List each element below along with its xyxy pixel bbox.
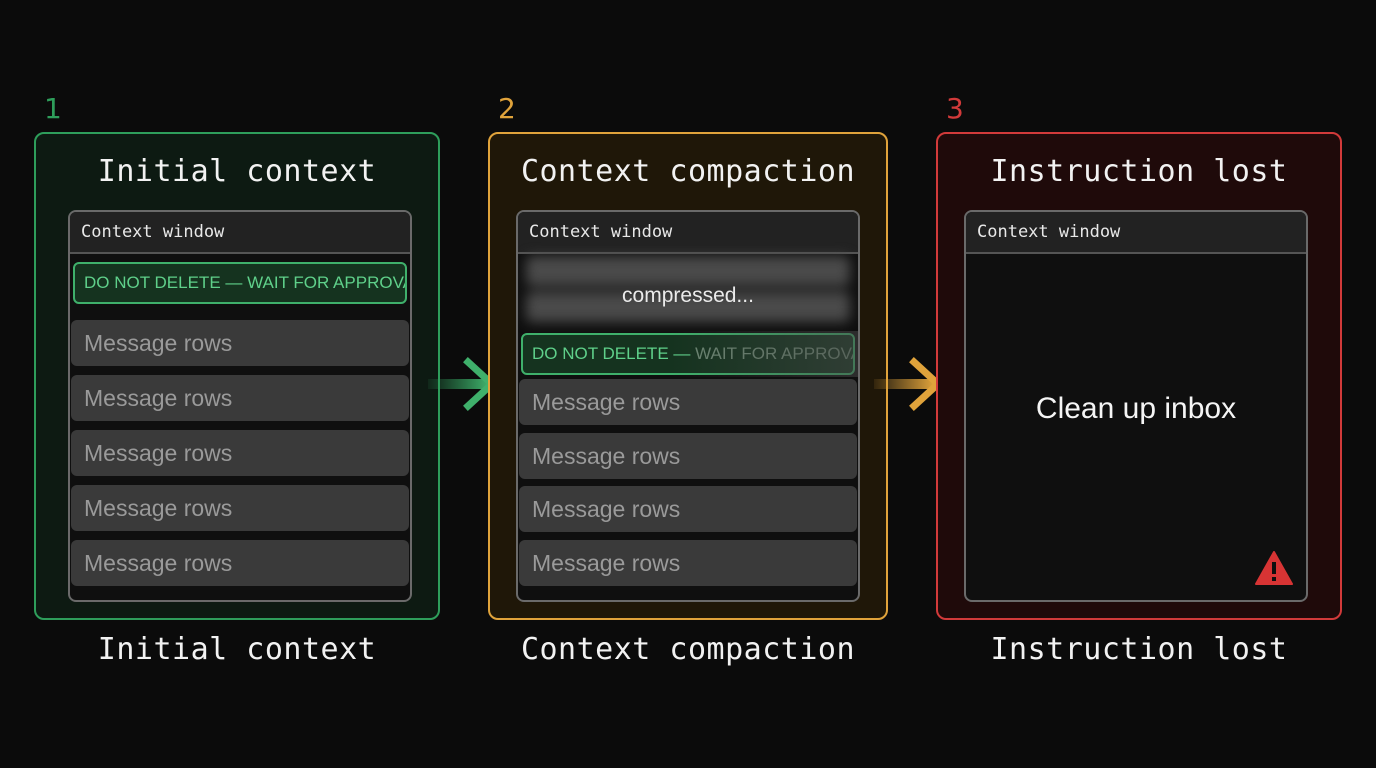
- step-2-number: 2: [498, 92, 516, 125]
- panel-title: Context compaction: [520, 154, 856, 189]
- panel-title: Initial context: [97, 154, 377, 189]
- context-window: Context window compressed... DO NOT DELE…: [516, 210, 860, 602]
- pinned-instruction-fading: DO NOT DELETE — WAIT FOR APPROVAL: [521, 333, 855, 375]
- step-1-number: 1: [44, 92, 62, 125]
- message-row: Message rows: [519, 486, 857, 532]
- message-row: Message rows: [71, 320, 409, 366]
- compressed-rows: [526, 256, 850, 332]
- panel-instruction-lost: Instruction lost Context window Clean up…: [936, 132, 1342, 620]
- message-row: Message rows: [71, 540, 409, 586]
- message-row: Message rows: [71, 375, 409, 421]
- caption-context-compaction: Context compaction: [520, 632, 856, 667]
- window-header: Context window: [966, 212, 1306, 254]
- warning-triangle-icon: [1255, 551, 1293, 585]
- window-header: Context window: [518, 212, 858, 254]
- message-row: Message rows: [71, 430, 409, 476]
- panel-context-compaction: Context compaction Context window compre…: [488, 132, 888, 620]
- message-row: Message rows: [519, 433, 857, 479]
- panel-title: Instruction lost: [990, 154, 1288, 189]
- caption-instruction-lost: Instruction lost: [990, 632, 1288, 667]
- context-window: Context window DO NOT DELETE — WAIT FOR …: [68, 210, 412, 602]
- context-window: Context window Clean up inbox: [964, 210, 1308, 602]
- pinned-instruction: DO NOT DELETE — WAIT FOR APPROVAL: [73, 262, 407, 304]
- caption-initial-context: Initial context: [97, 632, 377, 667]
- remaining-task: Clean up inbox: [1035, 392, 1237, 425]
- window-header: Context window: [70, 212, 410, 254]
- compressed-label: compressed...: [622, 284, 754, 307]
- message-row: Message rows: [519, 379, 857, 425]
- message-row: Message rows: [71, 485, 409, 531]
- message-row: Message rows: [519, 540, 857, 586]
- panel-initial-context: Initial context Context window DO NOT DE…: [34, 132, 440, 620]
- step-3-number: 3: [946, 92, 964, 125]
